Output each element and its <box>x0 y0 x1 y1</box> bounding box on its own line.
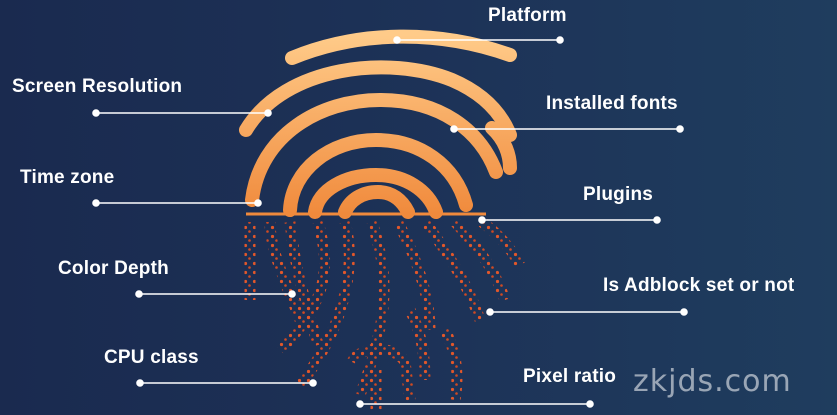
label-cpu-class: CPU class <box>104 347 199 368</box>
label-color-depth: Color Depth <box>58 258 169 279</box>
label-platform: Platform <box>488 5 567 26</box>
ridge-3 <box>245 92 503 207</box>
connector-time-zone <box>92 199 262 207</box>
label-is-adblock: Is Adblock set or not <box>603 275 795 296</box>
ridge-tail <box>485 121 517 175</box>
connector-screen-resolution <box>92 109 272 117</box>
label-time-zone: Time zone <box>20 167 115 188</box>
ridge-core <box>338 184 415 219</box>
connector-platform <box>393 36 564 44</box>
ridge-outer-top <box>285 29 517 65</box>
ridge-5 <box>308 167 443 219</box>
connector-cpu-class <box>136 379 317 387</box>
ridge-4 <box>283 132 473 217</box>
connector-plugins <box>478 216 661 224</box>
connectors <box>92 36 688 408</box>
connector-is-adblock <box>486 308 688 316</box>
label-screen-resolution: Screen Resolution <box>12 76 183 97</box>
connector-color-depth <box>135 290 296 298</box>
fingerprint-icon <box>239 29 517 219</box>
label-pixel-ratio: Pixel ratio <box>523 366 617 387</box>
label-plugins: Plugins <box>583 184 654 205</box>
ridge-2 <box>239 60 517 142</box>
fingerprint-dotted-ridges <box>244 217 525 410</box>
connector-installed-fonts <box>450 125 684 133</box>
label-installed-fonts: Installed fonts <box>546 93 678 114</box>
connector-pixel-ratio <box>356 400 594 408</box>
watermark: zkjds.com <box>633 364 792 399</box>
